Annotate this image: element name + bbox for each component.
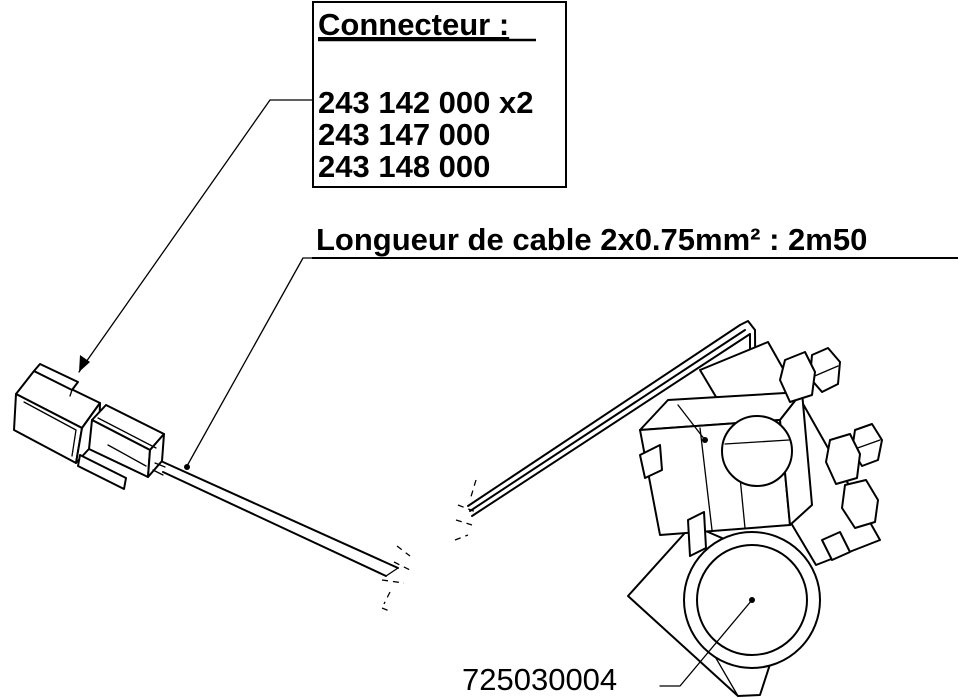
connector-callout: Connecteur : 243 142 000 x2 243 147 000 … (312, 1, 567, 188)
clamp-reference-callout: 725030004 (462, 599, 753, 697)
clamp-assembly (627, 341, 883, 697)
cable-length-callout: Longueur de cable 2x0.75mm² : 2m50 (184, 222, 958, 470)
cable-length-label: Longueur de cable 2x0.75mm² : 2m50 (316, 222, 867, 257)
electrical-connector (13, 363, 166, 490)
connector-callout-frame (312, 1, 567, 188)
connector-part-3: 243 148 000 (318, 149, 490, 184)
connector-part-1: 243 142 000 x2 (318, 85, 534, 120)
clamp-reference-label: 725030004 (462, 662, 617, 697)
connector-part-2: 243 147 000 (318, 117, 490, 152)
cable-left (162, 461, 411, 613)
connector-heading: Connecteur : (318, 7, 509, 42)
connector-leader (78, 99, 314, 373)
